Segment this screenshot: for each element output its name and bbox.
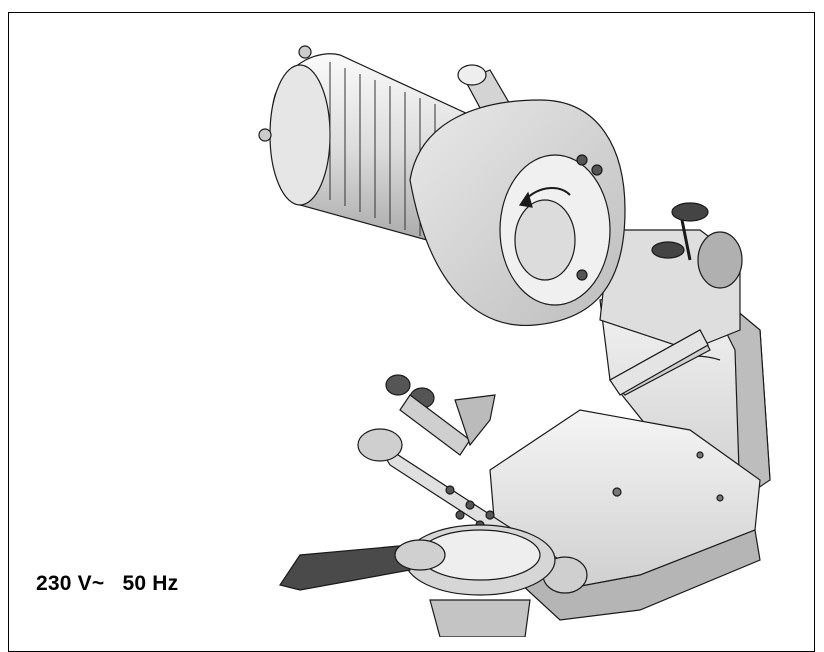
frequency-text: 50 Hz (122, 572, 179, 595)
adjustment-knobs (385, 374, 496, 456)
base-plate (489, 409, 761, 621)
lever-arm (609, 329, 709, 396)
grinder-illustration (258, 45, 771, 637)
power-rating-label: 230 V~ 50 Hz (36, 572, 178, 596)
grinding-wheel-guard (409, 99, 626, 327)
voltage-text: 230 V~ (36, 572, 105, 595)
swivel-turntable (279, 524, 556, 637)
